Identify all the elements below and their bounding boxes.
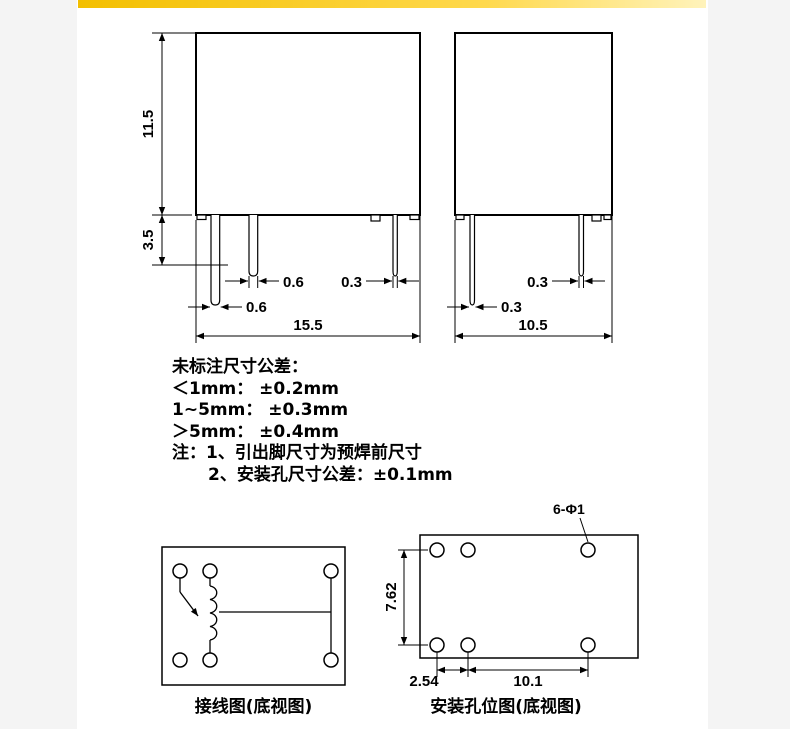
mounting-hole (580, 637, 596, 653)
dim-side-pin-front-width: 0.3 (527, 274, 548, 291)
relay-front-tab-right (409, 214, 420, 221)
mounting-diagram-caption: 安装孔位图(底视图) (430, 697, 582, 717)
tolerance-note-1: 注：1、引出脚尺寸为预焊前尺寸 (172, 443, 422, 463)
coil-symbol (209, 585, 218, 641)
relay-front-bump (370, 214, 381, 222)
accent-bar (78, 0, 706, 8)
relay-front-pin-c (392, 215, 398, 277)
dim-side-width: 10.5 (518, 317, 547, 334)
relay-side-view-drawing: 0.3 0.3 10.5 (447, 32, 613, 343)
wiring-diagram-caption: 接线图(底视图) (194, 697, 313, 717)
relay-front-pin-b (248, 215, 259, 277)
dim-front-pin-c-width: 0.3 (341, 274, 362, 291)
wiring-pin (172, 563, 188, 579)
wiring-diagram (161, 546, 346, 686)
dim-front-width: 15.5 (293, 317, 322, 334)
dim-col-pitch-1: 2.54 (409, 673, 439, 690)
relay-side-tab-left (455, 214, 465, 221)
tolerance-line-3: ＞5mm： ±0.4mm (172, 421, 339, 442)
relay-side-tab-right (603, 214, 612, 221)
wiring-pin (172, 652, 188, 668)
relay-front-body (195, 32, 421, 216)
relay-side-body (454, 32, 613, 216)
mounting-outline (419, 534, 639, 659)
switch-arm (179, 591, 199, 617)
dim-side-pin-back-width: 0.3 (501, 299, 522, 316)
dim-front-pin-a-width: 0.6 (246, 299, 267, 316)
mounting-hole (429, 637, 445, 653)
wiring-pin (202, 563, 218, 579)
wiring-outline (161, 546, 346, 686)
dim-col-pitch-2: 10.1 (513, 673, 542, 690)
wiring-pin (323, 563, 339, 579)
mounting-hole (460, 542, 476, 558)
tolerance-notes: 未标注尺寸公差： ＜1mm： ±0.2mm 1~5mm： ±0.3mm ＞5mm… (172, 357, 453, 486)
relay-side-pin-front (578, 215, 585, 277)
wiring-pin (323, 652, 339, 668)
mounting-hole (460, 637, 476, 653)
relay-side-pin-back (469, 215, 476, 306)
hole-spec-leader (579, 517, 589, 543)
mounting-hole-diagram: 6-Φ1 7.62 2.54 10.1 (383, 501, 639, 690)
left-margin-strip (0, 0, 77, 729)
tolerance-note-2: 2、安装孔尺寸公差：±0.1mm (208, 464, 453, 485)
tolerance-line-2: 1~5mm： ±0.3mm (172, 400, 349, 420)
tolerance-title: 未标注尺寸公差： (172, 357, 308, 377)
relay-front-pin-a (210, 215, 221, 306)
mounting-hole (580, 542, 596, 558)
dim-front-pin-length: 3.5 (140, 230, 157, 251)
right-margin-strip (708, 0, 790, 729)
tolerance-line-1: ＜1mm： ±0.2mm (172, 378, 339, 399)
dim-front-height: 11.5 (140, 110, 157, 138)
mounting-hole (429, 542, 445, 558)
hole-spec-label: 6-Φ1 (553, 501, 585, 517)
wiring-pin (202, 652, 218, 668)
relay-front-view-drawing: 11.5 3.5 0.6 0.3 0.6 15.5 (140, 32, 421, 343)
dim-front-pin-b-width: 0.6 (283, 274, 304, 291)
relay-side-bump (591, 214, 602, 222)
dim-row-pitch: 7.62 (383, 582, 400, 611)
relay-front-tab-left (196, 214, 207, 221)
